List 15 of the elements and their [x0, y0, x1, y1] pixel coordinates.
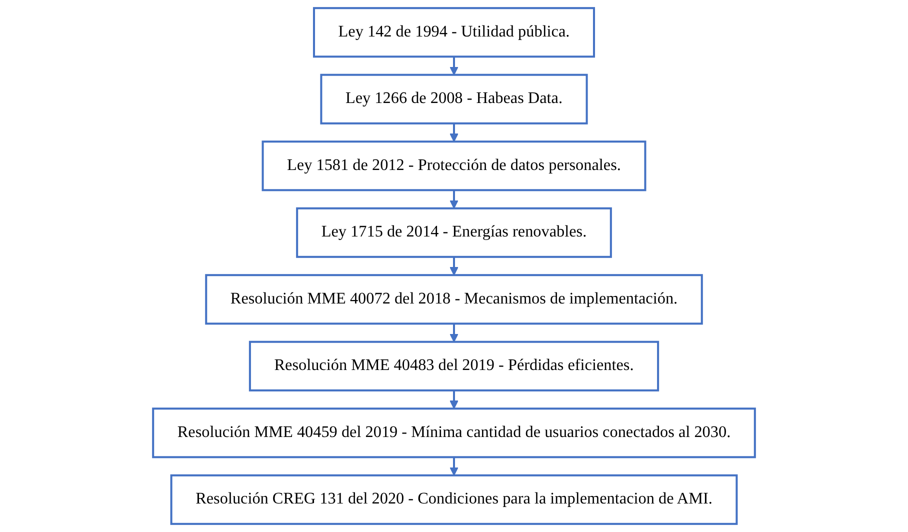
arrow: [450, 256, 458, 276]
node-box: Ley 142 de 1994 - Utilidad pública.: [312, 7, 596, 58]
arrow: [450, 457, 458, 476]
node-box: Resolución MME 40072 del 2018 - Mecanismos de implementación.: [205, 274, 703, 325]
node-box: Resolución CREG 131 del 2020 - Condiciones para la implementacion de AMI.: [170, 474, 738, 525]
arrow: [450, 123, 458, 142]
node-box: Ley 1581 de 2012 - Protección de datos personales.: [262, 140, 646, 192]
node-box: Ley 1715 de 2014 - Energías renovables.: [296, 207, 612, 258]
node-box: Ley 1266 de 2008 - Habeas Data.: [320, 74, 588, 124]
node-box: Resolución MME 40459 del 2019 - Mínima cantidad de usuarios conectados al 2030.: [152, 408, 756, 458]
node-box: Resolución MME 40483 del 2019 - Pérdidas eficientes.: [248, 340, 660, 392]
arrow: [450, 390, 458, 410]
arrow: [450, 56, 458, 76]
arrow: [450, 324, 458, 342]
arrow: [450, 190, 458, 209]
